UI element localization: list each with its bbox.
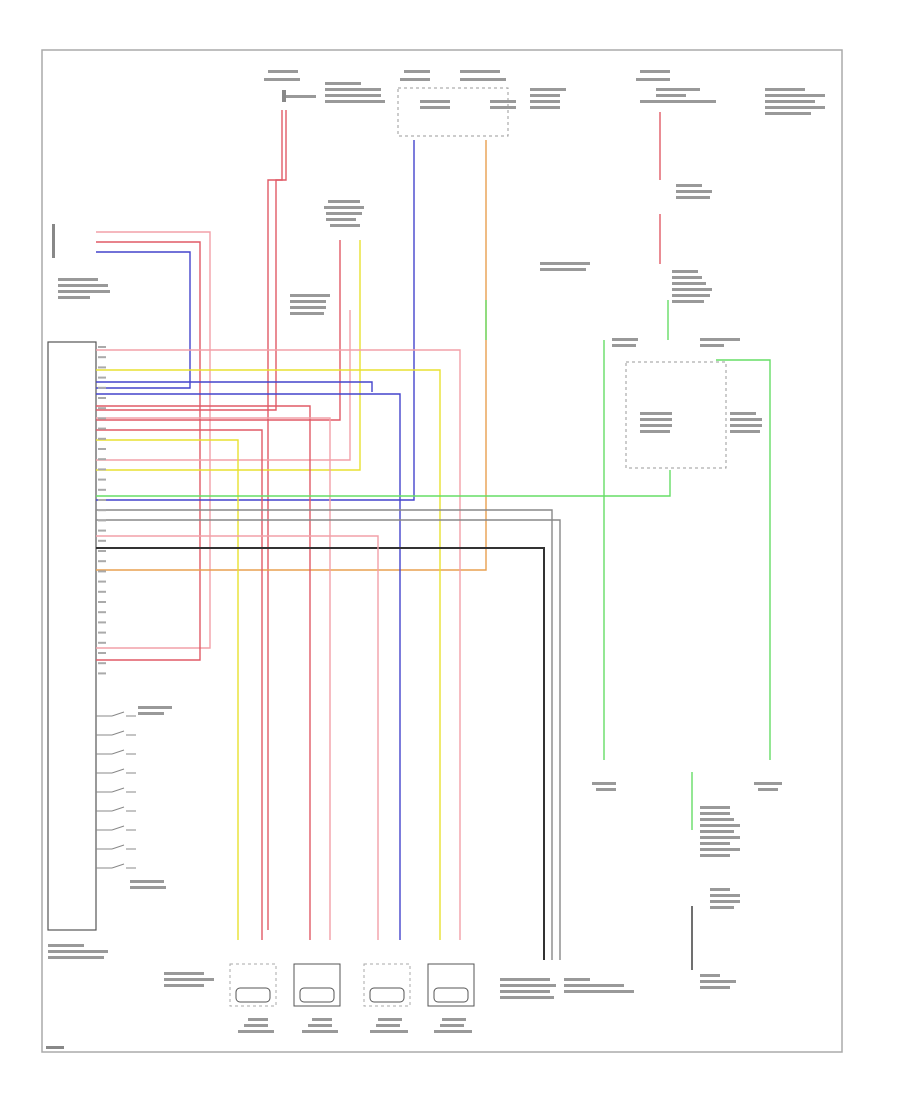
- fuse-hot-at-all-times: [264, 70, 385, 103]
- wire-row-7: [96, 417, 331, 940]
- wire-row-16: [96, 509, 553, 960]
- connector-pin: [98, 499, 106, 501]
- connector-pin: [98, 356, 106, 359]
- connector-pin: [98, 601, 106, 603]
- wire-row-6: [96, 405, 311, 940]
- wire-row-18: [96, 535, 379, 940]
- connector-pin: [98, 539, 106, 542]
- connector-pin: [98, 417, 106, 420]
- wire-row-8: [96, 429, 263, 940]
- wire-fuse-red: [96, 110, 287, 411]
- connector-pin: [98, 621, 106, 624]
- connector-pin: [98, 641, 106, 644]
- controller-side-label: [130, 706, 172, 889]
- wire-row-17: [96, 519, 561, 960]
- wire-relay-yellow: [96, 240, 361, 471]
- connector-pin: [98, 386, 106, 389]
- wire-row-4: [96, 381, 373, 392]
- connector-pin: [98, 519, 106, 522]
- switch-symbol: [96, 711, 136, 717]
- connector-pin: [98, 458, 106, 461]
- connector-pin: [98, 346, 106, 348]
- switch-symbol: [96, 787, 136, 793]
- abs-control-unit: [47, 341, 97, 931]
- connector-pin: [98, 580, 106, 583]
- connector-pin: [98, 448, 106, 450]
- wire-row-19: [96, 547, 545, 960]
- wheel-speed-sensor-right-front: [363, 963, 411, 1007]
- wire-row-9: [96, 439, 239, 940]
- wire-relay-pink: [96, 310, 351, 461]
- connector-pin: [98, 570, 106, 573]
- connector-pin: [98, 488, 106, 491]
- wire-row-15: [96, 470, 671, 497]
- connector-pin: [98, 478, 106, 481]
- switch-symbol: [96, 768, 136, 774]
- connector-pin: [98, 550, 106, 552]
- wire-g-sensor-2: [96, 241, 201, 661]
- connector-pin: [98, 611, 106, 614]
- wire-g-sensor-3: [96, 251, 191, 389]
- footer-code: [46, 1046, 64, 1049]
- wire-meter-orange: [96, 140, 487, 571]
- connector-pin: [98, 529, 106, 532]
- wheel-speed-sensor-left-rear: [293, 963, 341, 1007]
- connector-pin: [98, 468, 106, 471]
- switch-layer: [96, 711, 136, 869]
- switch-symbol: [96, 825, 136, 831]
- connector-pin: [98, 366, 106, 369]
- switch-symbol: [96, 730, 136, 736]
- switch-symbol: [96, 863, 136, 869]
- connector-pin-layer: [98, 346, 106, 675]
- g-sensor: [52, 224, 110, 299]
- connector-pin: [98, 397, 106, 399]
- wire-fuse-red-2: [267, 110, 283, 930]
- wire-junction-blue: [96, 140, 415, 501]
- connector-pin: [98, 652, 106, 654]
- ground-labels-right: [592, 782, 782, 989]
- sensor-labels-bottom: [164, 972, 634, 1033]
- wheel-speed-sensor-left-front: [229, 963, 277, 1007]
- junction-box-top-center: [397, 70, 566, 137]
- switch-symbol: [96, 806, 136, 812]
- combination-meter-label: [540, 262, 590, 271]
- connector-pin: [98, 631, 106, 634]
- wire-row-1: [96, 349, 461, 940]
- connector-pin: [98, 427, 106, 430]
- diagram-frame: [41, 49, 843, 1053]
- wire-layer: [96, 110, 771, 970]
- connector-pin: [98, 662, 106, 665]
- connector-pin: [98, 672, 106, 675]
- connector-pin: [98, 407, 106, 410]
- switch-symbol: [96, 749, 136, 755]
- motor-relay-label: [672, 184, 712, 303]
- connector-pin: [98, 560, 106, 563]
- relay-block-center: [290, 200, 364, 315]
- connector-pin: [98, 509, 106, 512]
- fuse-top-right: [636, 70, 825, 115]
- abs-control-unit-label: [48, 944, 108, 959]
- connector-pin: [98, 437, 106, 440]
- connector-pin: [98, 590, 106, 593]
- wire-row-5: [96, 393, 401, 940]
- wheel-speed-sensor-right-rear: [427, 963, 475, 1007]
- switch-symbol: [96, 844, 136, 850]
- abs-relay-box: [612, 338, 762, 469]
- wire-relay-right-ground: [716, 359, 771, 760]
- wire-relay-red: [96, 240, 341, 421]
- connector-pin: [98, 376, 106, 379]
- wire-row-3: [96, 369, 441, 940]
